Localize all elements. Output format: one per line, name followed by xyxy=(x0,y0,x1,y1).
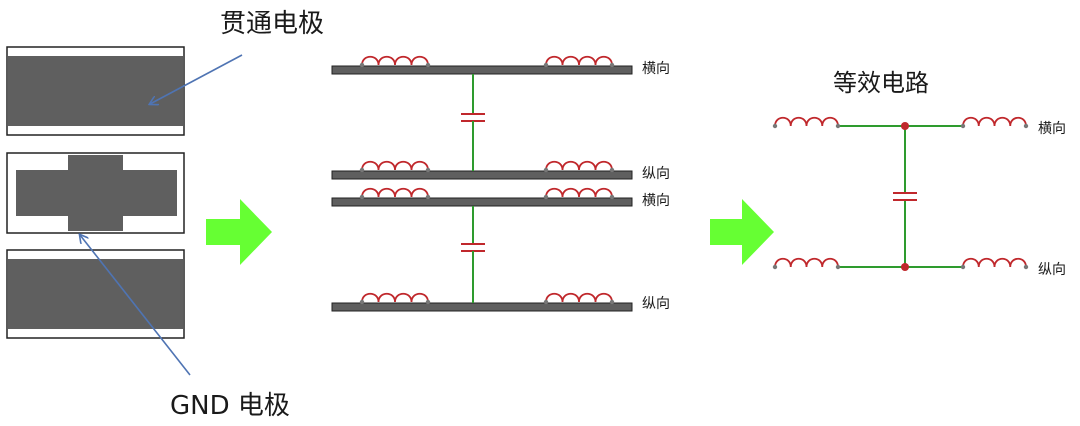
equivalent-circuit-title: 等效电路 xyxy=(833,69,929,97)
terminal-dot xyxy=(425,299,431,305)
terminal-dot xyxy=(543,299,549,305)
electrode-stack xyxy=(6,46,185,339)
inductor xyxy=(960,257,1029,270)
inductor xyxy=(359,292,431,305)
capacitor xyxy=(893,192,917,201)
direction-label-transverse: 横向 xyxy=(642,61,670,77)
terminal-dot xyxy=(960,264,966,270)
terminal-dot xyxy=(772,123,778,129)
terminal-dot xyxy=(359,299,365,305)
inductor xyxy=(772,257,841,270)
inductor xyxy=(772,116,841,129)
terminal-dot xyxy=(425,167,431,173)
through-electrode-pointer xyxy=(150,54,243,104)
inductor xyxy=(960,116,1029,129)
inductor xyxy=(543,55,615,68)
right-arrow-icon xyxy=(710,199,774,265)
gnd-electrode-plate xyxy=(6,152,185,234)
gnd-electrode-pointer xyxy=(80,235,191,376)
junction-node xyxy=(901,263,909,271)
bottom-plate xyxy=(6,249,185,339)
plate xyxy=(331,197,633,207)
terminal-dot xyxy=(543,194,549,200)
terminal-dot xyxy=(835,264,841,270)
inductor xyxy=(359,55,431,68)
terminal-dot xyxy=(359,194,365,200)
direction-label-longitudinal: 纵向 xyxy=(642,166,670,182)
terminal-dot xyxy=(609,299,615,305)
through-electrode-label: 贯通电极 xyxy=(220,9,324,39)
terminal-dot xyxy=(609,194,615,200)
terminal-dot xyxy=(835,123,841,129)
layered-model: 横向 纵向 横向 纵向 xyxy=(331,55,670,312)
terminal-dot xyxy=(1023,123,1029,129)
equivalent-circuit: 等效电路 横向 纵向 xyxy=(772,69,1066,278)
terminal-dot xyxy=(772,264,778,270)
terminal-dot xyxy=(425,62,431,68)
terminal-dot xyxy=(960,123,966,129)
terminal-dot xyxy=(609,167,615,173)
junction-node xyxy=(901,122,909,130)
terminal-dot xyxy=(543,62,549,68)
terminal-dot xyxy=(543,167,549,173)
terminal-dot xyxy=(359,167,365,173)
terminal-dot xyxy=(425,194,431,200)
plate xyxy=(331,65,633,75)
direction-label-transverse: 横向 xyxy=(642,193,670,209)
inductor xyxy=(543,292,615,305)
terminal-dot xyxy=(1023,264,1029,270)
top-plate xyxy=(6,46,185,136)
capacitor xyxy=(461,206,485,303)
direction-label-longitudinal: 纵向 xyxy=(642,296,670,312)
inductor xyxy=(359,187,431,200)
direction-label-transverse: 横向 xyxy=(1038,121,1066,137)
direction-label-longitudinal: 纵向 xyxy=(1038,262,1066,278)
plate xyxy=(331,302,633,312)
terminal-dot xyxy=(359,62,365,68)
right-arrow-icon xyxy=(206,199,272,265)
capacitor xyxy=(461,74,485,171)
gnd-electrode-label: GND 电极 xyxy=(170,391,290,421)
terminal-dot xyxy=(609,62,615,68)
inductor xyxy=(543,187,615,200)
inductor xyxy=(543,160,615,173)
inductor xyxy=(359,160,431,173)
plate xyxy=(331,170,633,180)
